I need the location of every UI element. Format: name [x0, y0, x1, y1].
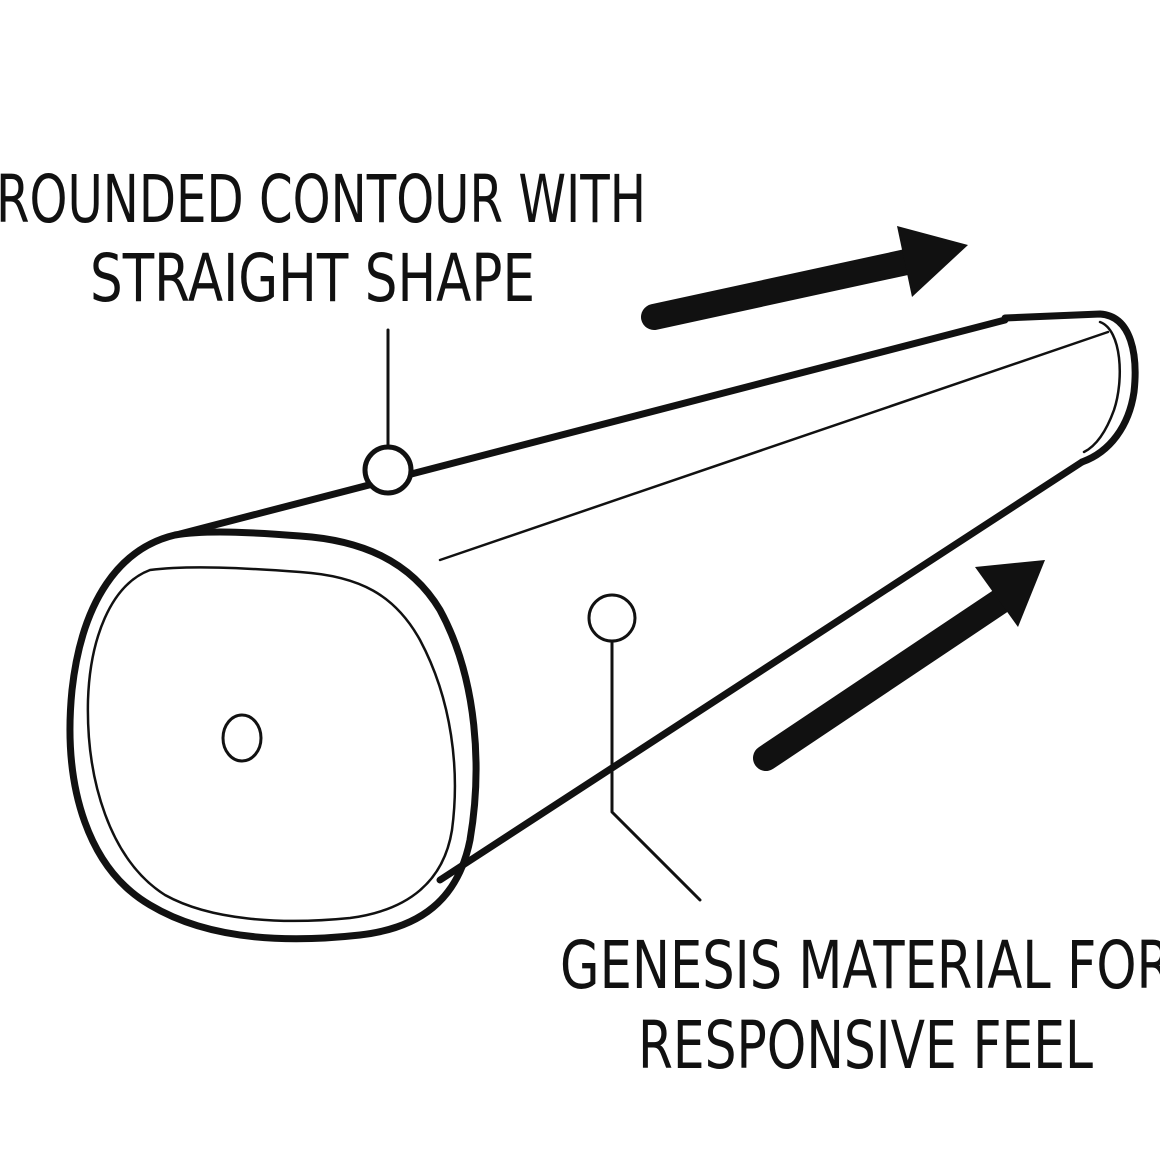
- grip-top-outline: [176, 316, 1009, 538]
- callout-bottom-line2: RESPONSIVE FEEL: [638, 1007, 1093, 1084]
- callout-top: ROUNDED CONTOUR WITH STRAIGHT SHAPE: [0, 161, 646, 317]
- grip-far-end-inner: [1082, 320, 1122, 454]
- callout-top-line1: ROUNDED CONTOUR WITH: [0, 161, 646, 238]
- grip-near-end-cap: [66, 528, 480, 943]
- arrow-right-icon: [641, 226, 968, 330]
- grip-near-end-inner: [86, 566, 457, 923]
- grip-side-ridge: [438, 330, 1110, 562]
- callout-top-marker: [362, 444, 414, 496]
- callout-bottom-leader: [610, 640, 702, 902]
- callout-bottom: GENESIS MATERIAL FOR RESPONSIVE FEEL: [560, 927, 1160, 1084]
- grip-bottom-outline: [436, 458, 1086, 884]
- callout-bottom-line1: GENESIS MATERIAL FOR: [560, 927, 1160, 1004]
- callout-top-line2: STRAIGHT SHAPE: [90, 240, 535, 317]
- arrow-up-right-icon: [753, 560, 1045, 771]
- grip-far-end-cap: [1001, 310, 1139, 466]
- callout-bottom-marker: [587, 593, 637, 643]
- butt-cap-hole: [221, 713, 263, 763]
- grip-illustration: [66, 310, 1139, 943]
